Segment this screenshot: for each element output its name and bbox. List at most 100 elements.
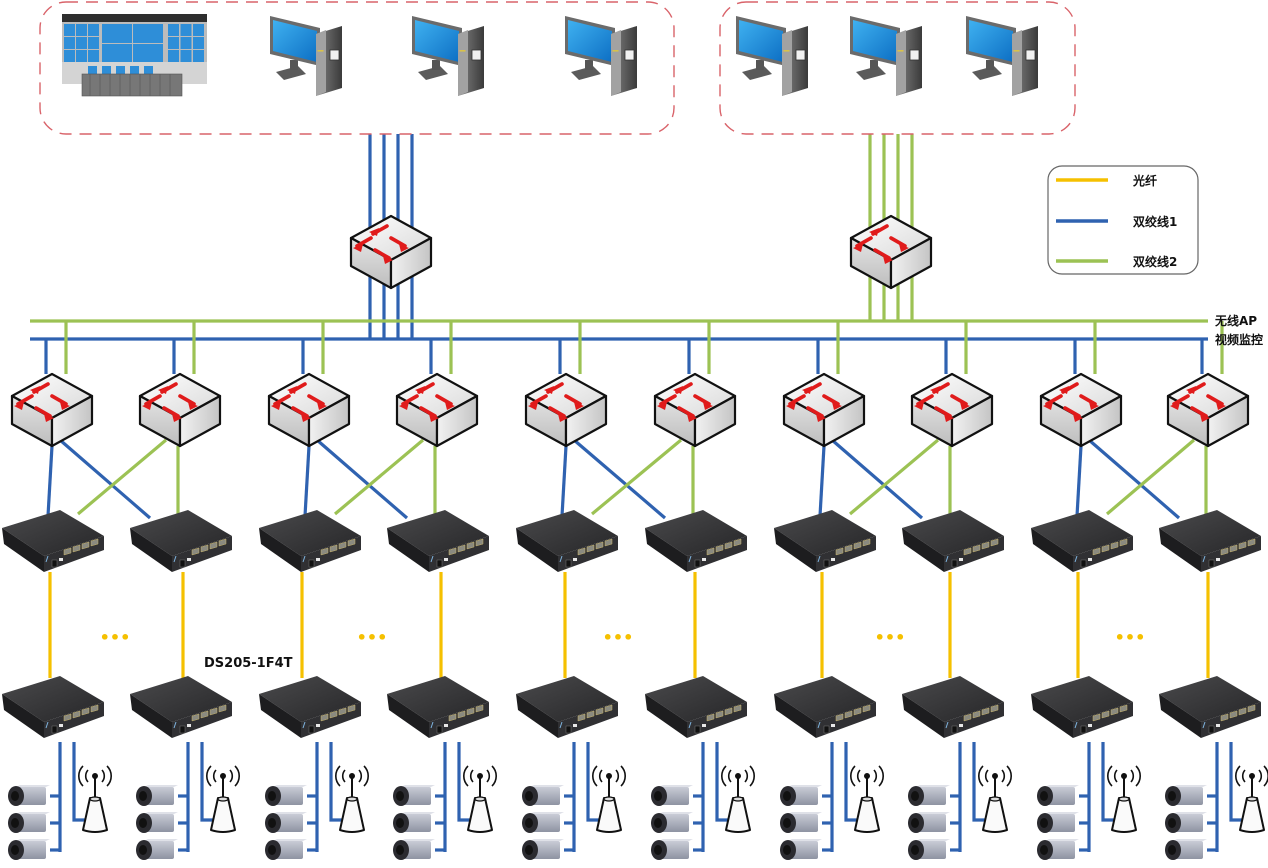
fiber-port xyxy=(1208,725,1215,734)
monitor-base xyxy=(276,66,306,80)
ip-camera[interactable] xyxy=(1037,812,1079,833)
ip-camera[interactable] xyxy=(522,785,564,806)
wifi-wave-icon xyxy=(984,769,989,783)
ip-camera[interactable] xyxy=(136,785,178,806)
media-converter-ds205-1f4t[interactable] xyxy=(645,676,747,738)
link-switch-to-converter xyxy=(830,438,924,520)
ip-camera[interactable] xyxy=(1037,785,1079,806)
wifi-wave-icon xyxy=(1235,765,1241,787)
ellipsis-more-units: ••• xyxy=(100,628,131,647)
ip-camera[interactable] xyxy=(265,812,307,833)
media-converter-ds205-1f4t[interactable] xyxy=(516,510,618,572)
ip-camera[interactable] xyxy=(522,839,564,860)
access-switch[interactable] xyxy=(782,372,866,448)
ip-camera[interactable] xyxy=(522,812,564,833)
access-switch[interactable] xyxy=(138,372,222,448)
link-switch-to-converter xyxy=(560,445,568,517)
ellipsis-more-units: ••• xyxy=(357,628,388,647)
wireless-ap[interactable] xyxy=(335,765,369,833)
media-converter-ds205-1f4t[interactable] xyxy=(2,510,104,572)
access-switch[interactable] xyxy=(653,372,737,448)
pc-workstation[interactable] xyxy=(270,16,342,96)
operator-console xyxy=(81,73,183,97)
media-converter-ds205-1f4t[interactable] xyxy=(902,510,1004,572)
ip-camera[interactable] xyxy=(1165,812,1207,833)
ip-camera[interactable] xyxy=(136,812,178,833)
media-converter-ds205-1f4t[interactable] xyxy=(1159,510,1261,572)
pc-workstation[interactable] xyxy=(565,16,637,96)
switch-arrow xyxy=(1063,406,1081,418)
wireless-ap[interactable] xyxy=(78,765,112,833)
wireless-ap[interactable] xyxy=(1235,765,1268,833)
ip-camera[interactable] xyxy=(908,839,950,860)
media-converter-ds205-1f4t[interactable] xyxy=(259,510,361,572)
camera-body xyxy=(788,787,818,805)
video-wall[interactable] xyxy=(62,14,207,97)
media-converter-ds205-1f4t[interactable] xyxy=(259,676,361,738)
media-converter-ds205-1f4t[interactable] xyxy=(387,510,489,572)
camera-body xyxy=(1045,787,1075,805)
access-switch[interactable] xyxy=(267,372,351,448)
wireless-ap[interactable] xyxy=(721,765,755,833)
ip-camera[interactable] xyxy=(1165,839,1207,860)
access-switch[interactable] xyxy=(524,372,608,448)
ip-camera[interactable] xyxy=(8,785,50,806)
ip-camera[interactable] xyxy=(651,839,693,860)
ip-camera[interactable] xyxy=(8,839,50,860)
pc-workstation[interactable] xyxy=(412,16,484,96)
media-converter-ds205-1f4t[interactable] xyxy=(130,510,232,572)
switch-arrow xyxy=(1206,394,1224,406)
media-converter-ds205-1f4t[interactable] xyxy=(130,676,232,738)
access-switch[interactable] xyxy=(1166,372,1250,448)
ip-camera[interactable] xyxy=(393,785,435,806)
ip-camera[interactable] xyxy=(265,839,307,860)
ip-camera[interactable] xyxy=(780,812,822,833)
ip-camera[interactable] xyxy=(780,839,822,860)
core-switch-ap[interactable] xyxy=(849,214,933,290)
ip-camera[interactable] xyxy=(780,785,822,806)
media-converter-ds205-1f4t[interactable] xyxy=(516,676,618,738)
core-switch-video[interactable] xyxy=(349,214,433,290)
media-converter-ds205-1f4t[interactable] xyxy=(387,676,489,738)
ip-camera[interactable] xyxy=(1037,839,1079,860)
wireless-ap[interactable] xyxy=(463,765,497,833)
ip-camera[interactable] xyxy=(908,785,950,806)
ip-camera[interactable] xyxy=(1165,785,1207,806)
ip-camera[interactable] xyxy=(651,785,693,806)
pc-tower-front xyxy=(782,30,792,96)
access-switch[interactable] xyxy=(1039,372,1123,448)
wireless-ap[interactable] xyxy=(850,765,884,833)
wireless-ap[interactable] xyxy=(592,765,626,833)
ip-camera[interactable] xyxy=(265,785,307,806)
wireless-ap[interactable] xyxy=(978,765,1012,833)
access-switch[interactable] xyxy=(910,372,994,448)
ip-camera[interactable] xyxy=(651,812,693,833)
media-converter-ds205-1f4t[interactable] xyxy=(774,510,876,572)
media-converter-ds205-1f4t[interactable] xyxy=(902,676,1004,738)
media-converter-ds205-1f4t[interactable] xyxy=(1031,510,1133,572)
ip-camera[interactable] xyxy=(393,812,435,833)
monitor-stand xyxy=(290,60,298,70)
ip-camera[interactable] xyxy=(908,812,950,833)
media-converter-ds205-1f4t[interactable] xyxy=(1159,676,1261,738)
media-converter-ds205-1f4t[interactable] xyxy=(774,676,876,738)
pc-workstation[interactable] xyxy=(966,16,1038,96)
power-led xyxy=(897,50,904,52)
access-switch[interactable] xyxy=(10,372,94,448)
media-converter-ds205-1f4t[interactable] xyxy=(2,676,104,738)
pc-workstation[interactable] xyxy=(736,16,808,96)
media-converter-ds205-1f4t[interactable] xyxy=(1031,676,1133,738)
wireless-ap[interactable] xyxy=(206,765,240,833)
ap-feed-line xyxy=(972,742,986,822)
media-converter-ds205-1f4t[interactable] xyxy=(645,510,747,572)
camera-body xyxy=(16,814,46,832)
ip-camera[interactable] xyxy=(136,839,178,860)
ip-camera[interactable] xyxy=(393,839,435,860)
wireless-ap[interactable] xyxy=(1107,765,1141,833)
ip-camera[interactable] xyxy=(8,812,50,833)
pc-workstation[interactable] xyxy=(850,16,922,96)
ap-top xyxy=(861,796,873,802)
switch-arrow xyxy=(389,236,407,248)
access-switch[interactable] xyxy=(395,372,479,448)
camera-lens-glass xyxy=(654,845,662,855)
